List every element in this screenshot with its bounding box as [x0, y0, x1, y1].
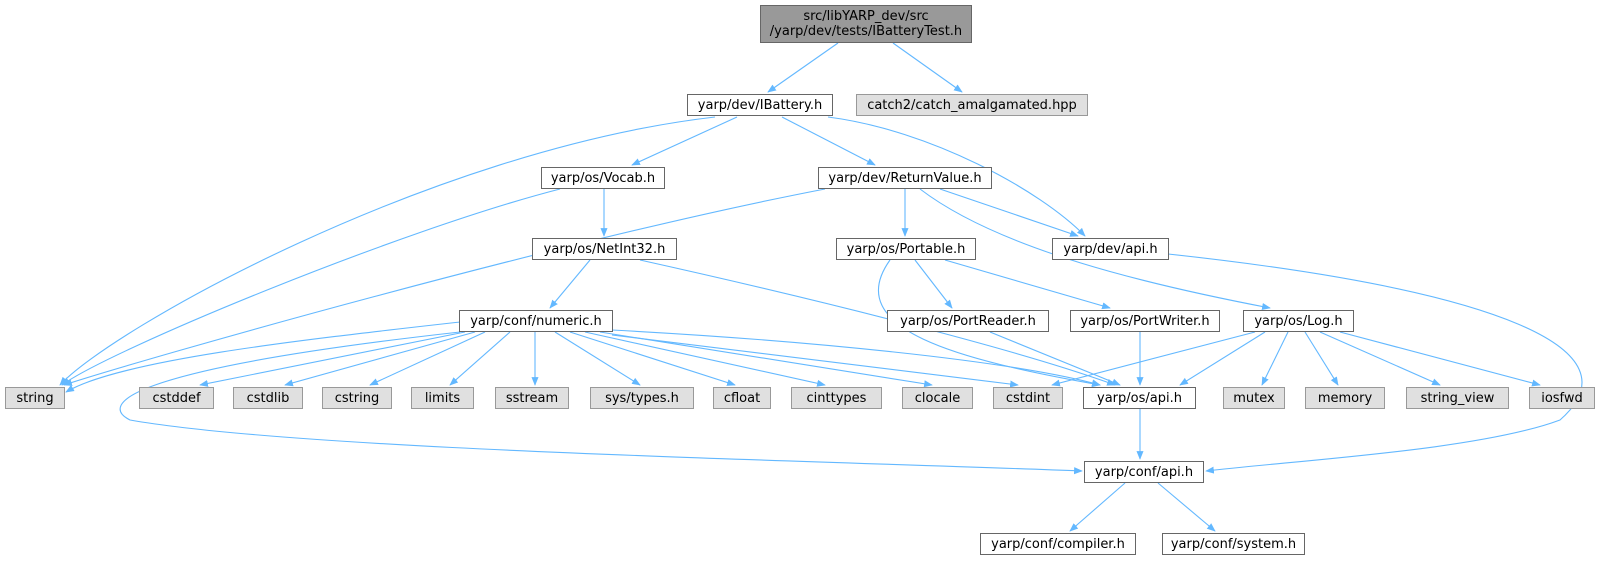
node-returnvalue[interactable]: yarp/dev/ReturnValue.h [818, 167, 992, 189]
node-label: memory [1317, 390, 1373, 406]
node-label: cstdlib [246, 390, 290, 406]
node-cstddef: cstddef [139, 387, 214, 409]
node-label: yarp/dev/IBattery.h [697, 97, 823, 113]
edge-root-ibattery [767, 42, 839, 93]
node-memory: memory [1305, 387, 1385, 409]
node-label: limits [424, 390, 461, 406]
node-portable[interactable]: yarp/os/Portable.h [836, 238, 976, 260]
edge-numeric-string [65, 321, 461, 393]
node-label: yarp/os/api.h [1097, 390, 1182, 406]
node-string-view: string_view [1406, 387, 1509, 409]
node-cfloat: cfloat [713, 387, 771, 409]
edge-portable-portwriter [944, 259, 1111, 310]
edge-netint32-numeric [549, 259, 591, 309]
edge-devapi-confapi [1167, 253, 1583, 474]
edge-ibattery-string [59, 116, 716, 386]
node-cstdlib: cstdlib [233, 387, 303, 409]
node-iosfwd: iosfwd [1529, 387, 1595, 409]
node-label: yarp/os/Portable.h [846, 241, 966, 257]
node-cinttypes: cinttypes [791, 387, 882, 409]
node-label: string_view [1420, 390, 1495, 406]
edge-numeric-cstring [369, 331, 486, 386]
edge-returnvalue-devapi [939, 188, 1079, 237]
node-label: cstdint [1005, 390, 1051, 406]
edge-returnvalue-log [919, 188, 1271, 310]
node-clocale: clocale [902, 387, 973, 409]
node-compiler[interactable]: yarp/conf/compiler.h [980, 533, 1136, 555]
node-label: yarp/conf/api.h [1094, 464, 1194, 480]
edge-numeric-limits [449, 331, 511, 386]
node-limits: limits [411, 387, 474, 409]
node-label: clocale [914, 390, 961, 406]
node-cstring: cstring [322, 387, 392, 409]
node-os-api[interactable]: yarp/os/api.h [1083, 387, 1196, 409]
edge-portable-osapi [877, 259, 1101, 388]
edge-numeric-cinttypes [584, 331, 826, 387]
node-label: mutex [1233, 390, 1275, 406]
edge-portreader-osapi [989, 331, 1121, 386]
node-label: yarp/os/PortReader.h [900, 313, 1036, 329]
node-label: yarp/os/Vocab.h [550, 170, 656, 186]
edge-log-osapi [1179, 331, 1266, 386]
node-vocab[interactable]: yarp/os/Vocab.h [541, 167, 665, 189]
node-label: sstream [505, 390, 559, 406]
node-label: yarp/conf/system.h [1170, 536, 1297, 552]
edge-numeric-cstddef [199, 331, 466, 387]
edge-log-memory [1304, 331, 1339, 386]
node-label: yarp/os/NetInt32.h [543, 241, 666, 257]
node-numeric[interactable]: yarp/conf/numeric.h [459, 310, 613, 332]
node-mutex: mutex [1223, 387, 1285, 409]
edges [59, 42, 1583, 532]
edge-vocab-string [61, 188, 561, 386]
node-portwriter[interactable]: yarp/os/PortWriter.h [1070, 310, 1220, 332]
edge-numeric-cstdlib [284, 331, 476, 387]
node-string: string [5, 387, 65, 409]
edge-numeric-confapi [119, 331, 1083, 475]
edge-log-mutex [1261, 331, 1289, 386]
edge-numeric-systypes [554, 331, 641, 386]
node-label: cstring [334, 390, 380, 406]
node-conf-api[interactable]: yarp/conf/api.h [1084, 461, 1204, 483]
node-systypes: sys/types.h [590, 387, 694, 409]
edge-ibattery-devapi [827, 116, 1086, 237]
node-label: yarp/dev/api.h [1063, 241, 1158, 257]
node-label: yarp/conf/compiler.h [991, 536, 1125, 552]
edge-portable-portreader [914, 259, 953, 309]
edge-numeric-osapi [611, 329, 1101, 387]
edge-numeric-cstdint [611, 334, 1019, 388]
node-label: cstddef [152, 390, 201, 406]
node-label: catch2/catch_amalgamated.hpp [867, 97, 1077, 113]
node-label: cinttypes [806, 390, 867, 406]
node-ibattery[interactable]: yarp/dev/IBattery.h [687, 94, 833, 116]
edge-returnvalue-string [63, 188, 826, 386]
node-label: yarp/os/Log.h [1254, 313, 1343, 329]
node-label: yarp/dev/ReturnValue.h [828, 170, 982, 186]
node-label: sys/types.h [605, 390, 679, 406]
node-root-ibatterytest[interactable]: src/libYARP_dev/src /yarp/dev/tests/IBat… [760, 5, 972, 43]
edge-confapi-system [1157, 482, 1216, 532]
edge-log-stringview [1319, 331, 1441, 386]
node-system[interactable]: yarp/conf/system.h [1162, 533, 1305, 555]
node-label: cfloat [723, 390, 761, 406]
node-netint32[interactable]: yarp/os/NetInt32.h [532, 238, 677, 260]
edge-confapi-compiler [1069, 482, 1126, 532]
node-cstdint: cstdint [993, 387, 1063, 409]
node-label: yarp/os/PortWriter.h [1080, 313, 1210, 329]
node-label: src/libYARP_dev/src /yarp/dev/tests/IBat… [769, 9, 963, 39]
node-portreader[interactable]: yarp/os/PortReader.h [887, 310, 1049, 332]
node-label: yarp/conf/numeric.h [470, 313, 602, 329]
node-sstream: sstream [495, 387, 569, 409]
edge-log-iosfwd [1339, 331, 1541, 387]
node-label: string [16, 390, 54, 406]
edge-ibattery-vocab [631, 116, 738, 166]
edge-log-cstdint [1051, 331, 1256, 387]
edge-numeric-cfloat [569, 331, 736, 386]
node-label: iosfwd [1541, 390, 1583, 406]
edge-ibattery-returnvalue [781, 116, 876, 166]
node-catch2: catch2/catch_amalgamated.hpp [856, 94, 1088, 116]
edge-root-catch2 [892, 42, 963, 93]
node-log[interactable]: yarp/os/Log.h [1243, 310, 1354, 332]
node-dev-api[interactable]: yarp/dev/api.h [1052, 238, 1169, 260]
